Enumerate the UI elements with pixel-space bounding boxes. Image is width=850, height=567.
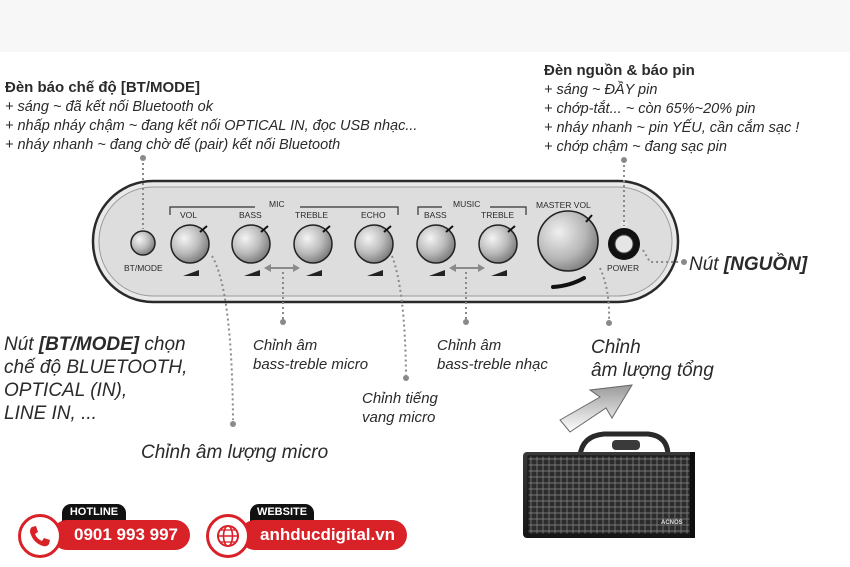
- knob-music-treble: [478, 224, 518, 264]
- master-vol-caption-line: âm lượng tổng: [591, 360, 714, 381]
- music-bracket: [417, 206, 527, 215]
- bt-mode-button: [130, 230, 156, 256]
- panel-label-master-vol: MASTER VOL: [536, 200, 591, 210]
- mode-led-line: + nhấp nháy chậm ~ đang kết nối OPTICAL …: [5, 118, 418, 134]
- mode-led-title: Đèn báo chế độ [BT/MODE]: [5, 79, 200, 96]
- knob-master-vol: [537, 210, 599, 289]
- hotline-number[interactable]: 0901 993 997: [52, 520, 190, 550]
- mode-button-caption-name: [BT/MODE]: [38, 334, 140, 355]
- mic-bass-treble-caption-line: Chỉnh âm: [253, 337, 318, 354]
- power-button: [608, 220, 640, 260]
- music-bass-treble-caption-line: Chỉnh âm: [437, 337, 502, 354]
- speaker-brand: ACNOS: [661, 520, 683, 526]
- power-led-title: Đèn nguồn & báo pin: [544, 62, 695, 79]
- panel-label-vol: VOL: [180, 210, 198, 220]
- mode-button-caption-line: chế độ BLUETOOTH,: [4, 357, 188, 378]
- power-led-annotation: Đèn nguồn & báo pin + sáng ~ ĐẦY pin + c…: [544, 62, 799, 157]
- knob-mic-echo: [354, 224, 394, 264]
- mode-led-annotation: Đèn báo chế độ [BT/MODE] + sáng ~ đã kết…: [5, 79, 417, 155]
- music-bass-treble-caption: Chỉnh âm bass-treble nhạc: [437, 336, 548, 374]
- knob-mic-treble: [293, 224, 333, 264]
- panel-label-music-treble: TREBLE: [481, 210, 515, 220]
- power-led-line: + chớp chậm ~ đang sạc pin: [544, 139, 727, 155]
- mode-button-caption-prefix: Nút: [4, 334, 39, 355]
- panel-label-mic-bass: BASS: [239, 210, 262, 220]
- power-led-line: + chớp-tắt... ~ còn 65%~20% pin: [544, 101, 756, 117]
- panel-label-echo: ECHO: [361, 210, 386, 220]
- mic-bass-treble-caption: Chỉnh âm bass-treble micro: [253, 336, 368, 374]
- mic-vol-caption: Chỉnh âm lượng micro: [141, 442, 329, 463]
- panel-label-music-bass: BASS: [424, 210, 447, 220]
- master-vol-caption: Chỉnh âm lượng tổng: [591, 336, 714, 382]
- top-band: [0, 0, 850, 52]
- power-led-line: + nháy nhanh ~ pin YẾU, cần cắm sạc !: [544, 120, 800, 136]
- mode-led-line: + sáng ~ đã kết nối Bluetooth ok: [5, 99, 213, 115]
- echo-caption-line: Chỉnh tiếng: [362, 390, 438, 407]
- knob-mic-vol: [170, 224, 210, 264]
- mode-button-caption-line: LINE IN, ...: [4, 403, 97, 424]
- mode-button-caption-line: OPTICAL (IN),: [4, 380, 128, 401]
- panel-label-power: POWER: [607, 263, 640, 273]
- mode-led-line: + nháy nhanh ~ đang chờ để (pair) kết nố…: [5, 137, 341, 153]
- panel-label-bt-mode: BT/MODE: [124, 263, 163, 273]
- mode-button-caption: Nút [BT/MODE] chọn chế độ BLUETOOTH, OPT…: [4, 333, 187, 425]
- music-bass-treble-arrow: [449, 264, 485, 272]
- website-label: WEBSITE: [250, 504, 314, 521]
- panel-label-music: MUSIC: [453, 199, 481, 209]
- power-button-caption: Nút [NGUỒN]: [689, 253, 807, 276]
- knob-mic-bass: [231, 224, 271, 264]
- mic-bracket: [169, 206, 399, 215]
- mode-button-caption-rest: chọn: [139, 334, 186, 355]
- master-vol-caption-line: Chỉnh: [591, 337, 641, 358]
- phone-icon: [18, 514, 62, 558]
- echo-caption-line: vang micro: [362, 409, 436, 426]
- globe-icon: [206, 514, 250, 558]
- speaker-illustration: [523, 431, 695, 538]
- hotline-label: HOTLINE: [62, 504, 126, 521]
- knob-music-bass: [416, 224, 456, 264]
- level-wedges: [183, 270, 507, 276]
- leader-dots: [140, 155, 687, 427]
- power-button-caption-prefix: Nút: [689, 254, 724, 275]
- pointer-arrow: [559, 384, 633, 433]
- mic-bass-treble-caption-line: bass-treble micro: [253, 356, 369, 373]
- echo-caption: Chỉnh tiếng vang micro: [362, 389, 438, 427]
- panel-label-mic: MIC: [269, 199, 285, 209]
- website-url[interactable]: anhducdigital.vn: [240, 520, 408, 550]
- leader-lines: [142, 158, 684, 421]
- panel-label-mic-treble: TREBLE: [295, 210, 329, 220]
- power-led-line: + sáng ~ ĐẦY pin: [544, 82, 658, 98]
- music-bass-treble-caption-line: bass-treble nhạc: [437, 356, 548, 373]
- mic-bass-treble-arrow: [264, 264, 300, 272]
- power-button-caption-name: [NGUỒN]: [723, 254, 808, 275]
